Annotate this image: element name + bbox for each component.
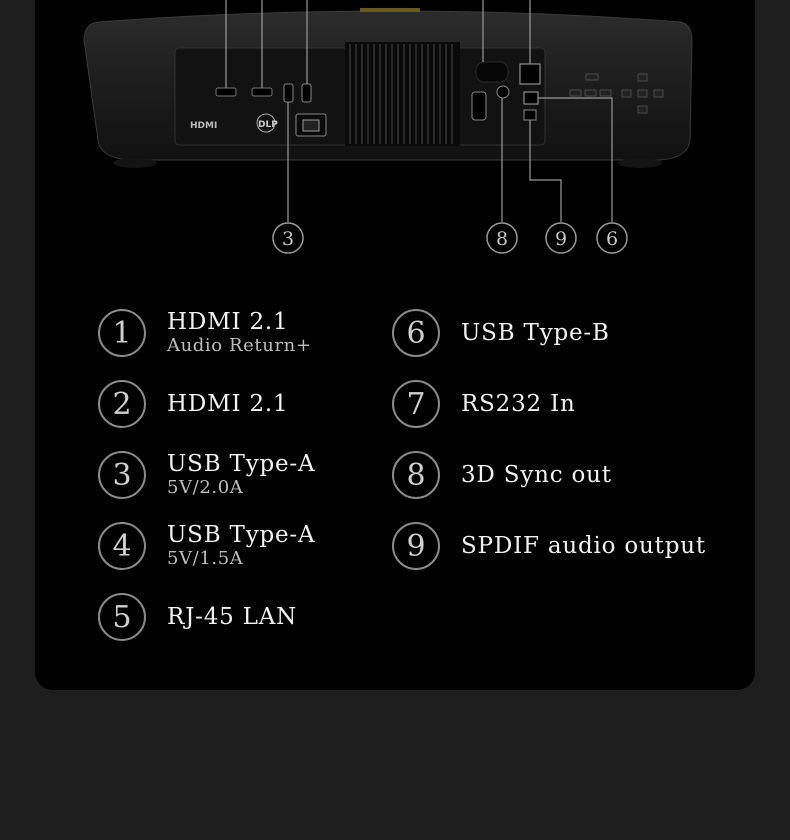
legend-title: USB Type-A xyxy=(167,451,316,477)
hdmi-port-2 xyxy=(251,87,273,97)
legend-number: 1 xyxy=(98,309,146,357)
svg-text:8: 8 xyxy=(496,228,508,250)
legend-number: 6 xyxy=(392,309,440,357)
legend-title: HDMI 2.1 xyxy=(167,391,289,417)
sync-3d-jack xyxy=(496,85,510,99)
legend-number: 9 xyxy=(392,522,440,570)
callout-6: 6 xyxy=(596,222,628,254)
control-buttons xyxy=(569,73,664,114)
hdmi-logo: HDMI xyxy=(190,121,217,131)
right-foot xyxy=(618,158,662,168)
legend-item-7: 7 RS232 In xyxy=(392,380,576,428)
legend-item-2: 2 HDMI 2.1 xyxy=(98,380,288,428)
legend-subtitle: Audio Return+ xyxy=(167,335,312,356)
legend-item-8: 8 3D Sync out xyxy=(392,451,612,499)
legend-item-1: 1 HDMI 2.1 Audio Return+ xyxy=(98,309,312,357)
legend-title: HDMI 2.1 xyxy=(167,309,289,335)
legend-item-9: 9 SPDIF audio output xyxy=(392,522,706,570)
svg-text:9: 9 xyxy=(555,228,567,250)
legend-subtitle: 5V/1.5A xyxy=(167,548,244,569)
hdmi-port-1 xyxy=(215,87,237,97)
legend-title: RS232 In xyxy=(461,391,576,417)
vent-grille xyxy=(345,42,460,146)
legend-number: 4 xyxy=(98,522,146,570)
usb-a-port-2 xyxy=(301,83,312,103)
legend-title: USB Type-B xyxy=(461,320,610,346)
legend-number: 3 xyxy=(98,451,146,499)
usb-a-port-1 xyxy=(283,83,294,103)
legend-number: 5 xyxy=(98,593,146,641)
legend-subtitle: 5V/2.0A xyxy=(167,477,244,498)
callout-9: 9 xyxy=(545,222,577,254)
legend-item-4: 4 USB Type-A 5V/1.5A xyxy=(98,522,315,570)
spdif-port xyxy=(523,109,537,121)
callout-3: 3 xyxy=(272,222,304,254)
legend-number: 7 xyxy=(392,380,440,428)
ir-sensor xyxy=(475,61,509,83)
legend-number: 8 xyxy=(392,451,440,499)
legend-title: SPDIF audio output xyxy=(461,533,706,559)
legend-number: 2 xyxy=(98,380,146,428)
svg-text:6: 6 xyxy=(606,228,618,250)
lan-port xyxy=(519,63,541,85)
legend-title: USB Type-A xyxy=(167,522,316,548)
legend-title: 3D Sync out xyxy=(461,462,612,488)
dlp-logo: DLP xyxy=(258,120,278,130)
callout-8: 8 xyxy=(486,222,518,254)
left-foot xyxy=(113,158,157,168)
legend-title: RJ-45 LAN xyxy=(167,604,298,630)
usb-b-port xyxy=(523,91,539,105)
rs232-port xyxy=(471,91,487,121)
legend-item-6: 6 USB Type-B xyxy=(392,309,610,357)
legend-item-3: 3 USB Type-A 5V/2.0A xyxy=(98,451,315,499)
legend-item-5: 5 RJ-45 LAN xyxy=(98,593,297,641)
projector-rear-diagram: HDMI DLP 3 8 9 6 xyxy=(83,0,693,254)
svg-text:3: 3 xyxy=(282,228,294,250)
